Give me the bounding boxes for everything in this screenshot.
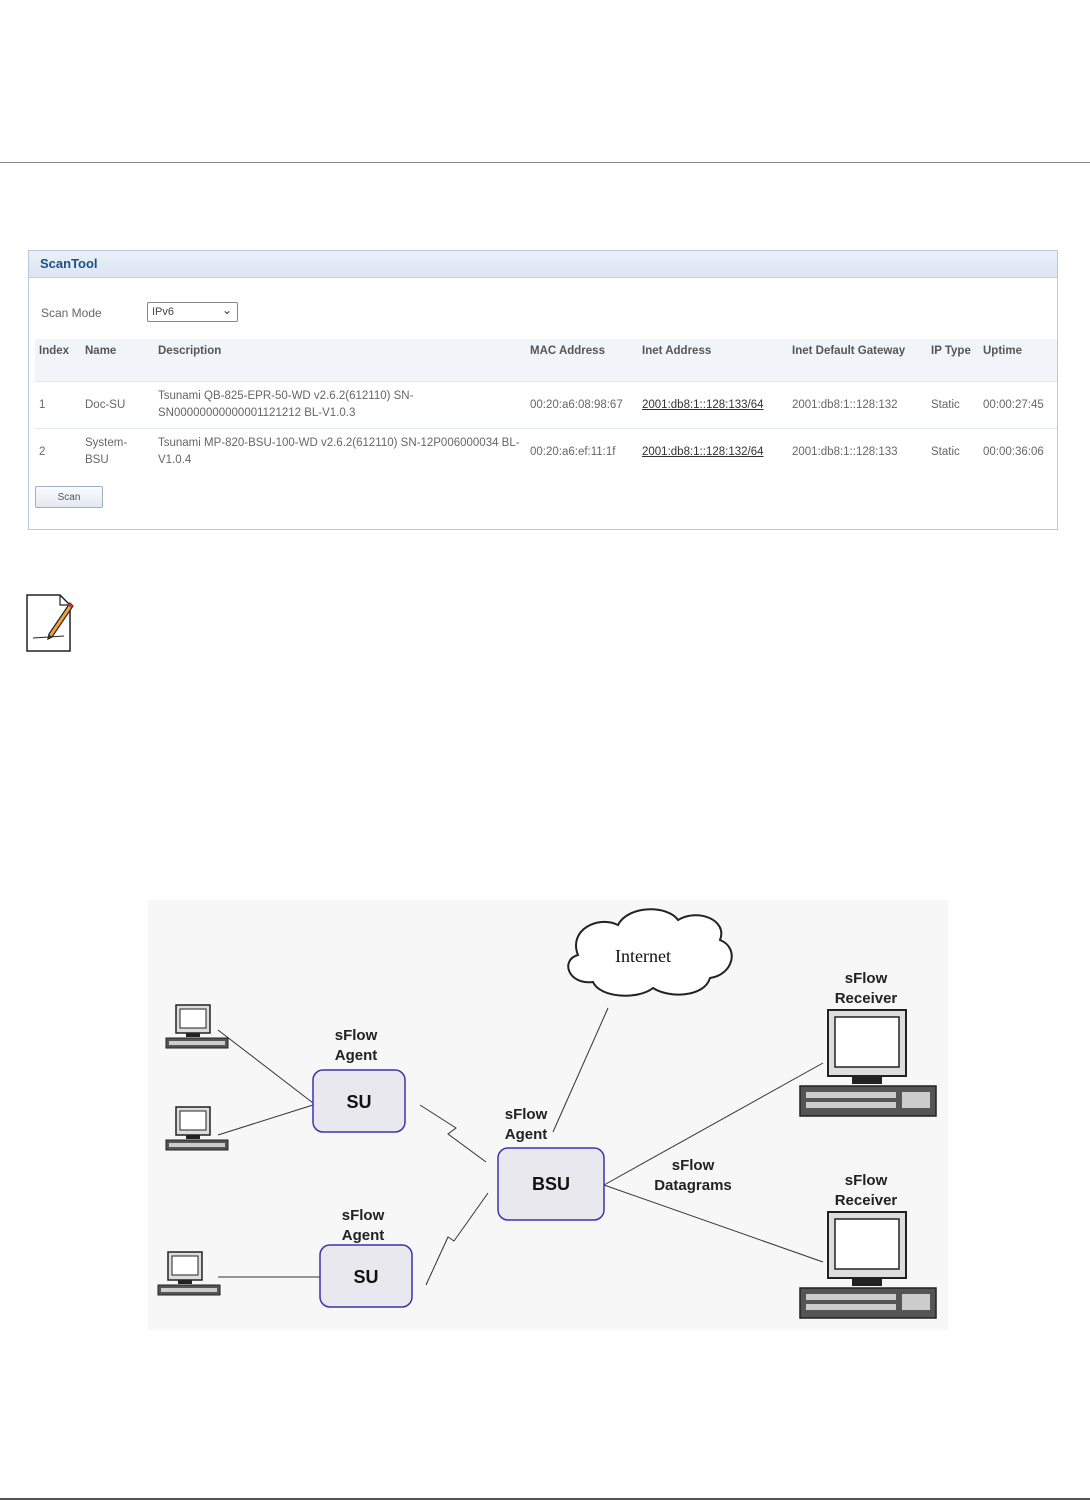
agent-label-line1: sFlow (342, 1207, 385, 1224)
col-header-inet: Inet Address (638, 339, 788, 382)
computer-icon (165, 1106, 229, 1151)
footer-divider (0, 1498, 1090, 1500)
computer-icon (165, 1004, 229, 1049)
col-header-index: Index (35, 339, 81, 382)
bsu-node: BSU (497, 1147, 605, 1221)
cell-description: Tsunami MP-820-BSU-100-WD v2.6.2(612110)… (154, 428, 526, 475)
table-row: 1 Doc-SU Tsunami QB-825-EPR-50-WD v2.6.2… (35, 381, 1057, 429)
scan-mode-label: Scan Mode (41, 306, 102, 320)
cell-ip-type: Static (927, 381, 979, 429)
receiver-label-line1: sFlow (845, 1172, 888, 1189)
col-header-description: Description (154, 339, 526, 382)
cell-index: 1 (35, 381, 81, 429)
scan-mode-select[interactable]: IPv6 ⌄ (147, 302, 238, 322)
cell-uptime: 00:00:36:06 (979, 428, 1057, 475)
scan-button[interactable]: Scan (35, 486, 103, 508)
scantool-panel: ScanTool Scan Mode IPv6 ⌄ Index Name Des… (28, 250, 1058, 530)
cell-uptime: 00:00:27:45 (979, 381, 1057, 429)
col-header-ip-type: IP Type (927, 339, 979, 382)
inet-address-link[interactable]: 2001:db8:1::128:132/64 (638, 428, 788, 475)
connection-lines (217, 1007, 824, 1286)
datagrams-label-line1: sFlow (672, 1157, 715, 1174)
receiver-computer-icon (799, 1211, 937, 1319)
agent-label-line1: sFlow (335, 1027, 378, 1044)
panel-header: ScanTool (29, 251, 1057, 278)
computer-icon (157, 1251, 221, 1296)
scan-mode-value: IPv6 (152, 306, 175, 318)
receiver-label-line2: Receiver (835, 1192, 898, 1209)
cell-gateway: 2001:db8:1::128:132 (788, 381, 927, 429)
cell-index: 2 (35, 428, 81, 475)
su-label: SU (353, 1267, 378, 1287)
agent-label-line2: Agent (342, 1227, 385, 1244)
cell-name: Doc-SU (81, 381, 154, 429)
panel-title: ScanTool (40, 256, 98, 271)
receiver-label-line1: sFlow (845, 970, 888, 987)
note-pencil-icon (26, 594, 74, 652)
receiver-computer-icon (799, 1009, 937, 1117)
agent-label-line2: Agent (335, 1047, 378, 1064)
chevron-down-icon: ⌄ (221, 303, 232, 317)
inet-address-link[interactable]: 2001:db8:1::128:133/64 (638, 381, 788, 429)
cell-mac: 00:20:a6:08:98:67 (526, 381, 638, 429)
col-header-uptime: Uptime (979, 339, 1057, 382)
receiver-label-line2: Receiver (835, 990, 898, 1007)
sflow-network-diagram: Internet SU SU BSU sFlow Agent sFlow Age… (148, 900, 948, 1330)
header-divider (0, 162, 1090, 163)
su-label: SU (346, 1092, 371, 1112)
cell-mac: 00:20:a6:ef:11:1f (526, 428, 638, 475)
su-node-1: SU (312, 1069, 406, 1133)
cell-name: System-BSU (81, 428, 154, 475)
col-header-name: Name (81, 339, 154, 382)
internet-cloud: Internet (567, 908, 733, 997)
table-row: 2 System-BSU Tsunami MP-820-BSU-100-WD v… (35, 428, 1057, 475)
agent-label-line2: Agent (505, 1126, 548, 1143)
su-node-2: SU (319, 1244, 413, 1308)
cell-gateway: 2001:db8:1::128:133 (788, 428, 927, 475)
col-header-gateway: Inet Default Gateway (788, 339, 927, 382)
col-header-mac: MAC Address (526, 339, 638, 382)
cell-ip-type: Static (927, 428, 979, 475)
datagrams-label-line2: Datagrams (654, 1177, 732, 1194)
bsu-label: BSU (532, 1174, 570, 1194)
cell-description: Tsunami QB-825-EPR-50-WD v2.6.2(612110) … (154, 381, 526, 429)
table-header-row: Index Name Description MAC Address Inet … (35, 339, 1057, 382)
agent-label-line1: sFlow (505, 1106, 548, 1123)
scan-results-table: Index Name Description MAC Address Inet … (35, 339, 1057, 475)
internet-label: Internet (615, 946, 671, 966)
